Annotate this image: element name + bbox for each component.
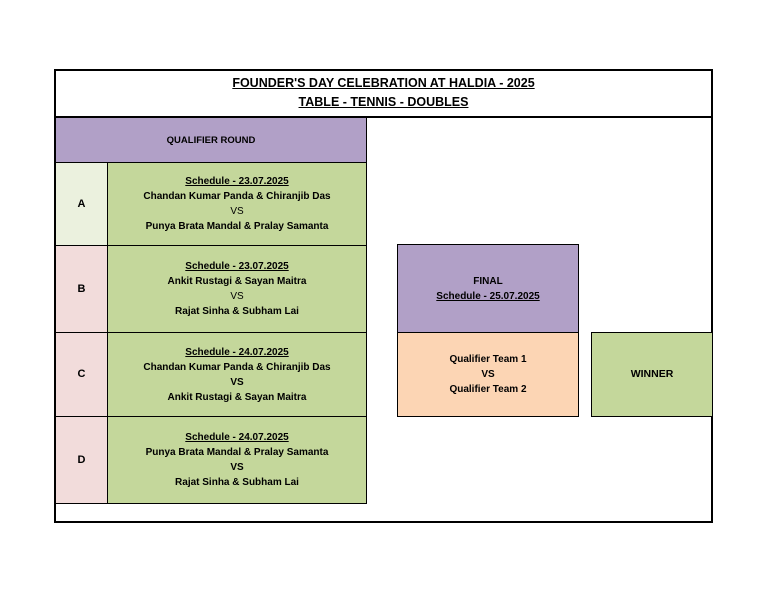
final-match-card: Qualifier Team 1 VS Qualifier Team 2 xyxy=(397,332,579,417)
match-team-1: Punya Brata Mandal & Pralay Samanta xyxy=(145,447,329,458)
match-label-text: B xyxy=(77,282,86,295)
match-a-card: Schedule - 23.07.2025 Chandan Kumar Pand… xyxy=(107,162,367,246)
final-schedule: Schedule - 25.07.2025 xyxy=(436,290,540,302)
match-team-2: Rajat Sinha & Subham Lai xyxy=(175,477,299,488)
match-label-b: B xyxy=(55,245,108,333)
final-team-2: Qualifier Team 2 xyxy=(449,384,527,395)
match-label-text: C xyxy=(77,368,86,380)
match-c-card: Schedule - 24.07.2025 Chandan Kumar Pand… xyxy=(107,332,367,417)
final-vs: VS xyxy=(481,369,495,380)
match-vs: VS xyxy=(230,206,244,217)
match-vs: VS xyxy=(230,376,244,388)
page-subtitle: TABLE - TENNIS - DOUBLES xyxy=(298,95,469,109)
qualifier-round-heading: QUALIFIER ROUND xyxy=(55,117,367,163)
match-b-card: Schedule - 23.07.2025 Ankit Rustagi & Sa… xyxy=(107,245,367,333)
match-team-1: Ankit Rustagi & Sayan Maitra xyxy=(167,276,307,287)
qualifier-heading-label: QUALIFIER ROUND xyxy=(166,134,256,146)
final-heading: FINAL Schedule - 25.07.2025 xyxy=(397,244,579,333)
match-team-2: Punya Brata Mandal & Pralay Samanta xyxy=(145,221,329,232)
match-d-card: Schedule - 24.07.2025 Punya Brata Mandal… xyxy=(107,416,367,504)
match-vs: VS xyxy=(230,291,244,302)
match-schedule: Schedule - 24.07.2025 xyxy=(185,346,289,358)
final-title: FINAL xyxy=(473,275,503,287)
match-schedule: Schedule - 23.07.2025 xyxy=(185,261,289,272)
sheet-header: FOUNDER'S DAY CELEBRATION AT HALDIA - 20… xyxy=(54,69,713,118)
match-team-2: Rajat Sinha & Subham Lai xyxy=(175,306,299,317)
match-label-d: D xyxy=(55,416,108,504)
match-schedule: Schedule - 24.07.2025 xyxy=(185,432,289,443)
match-team-2: Ankit Rustagi & Sayan Maitra xyxy=(167,391,307,403)
winner-box: WINNER xyxy=(591,332,713,417)
match-team-1: Chandan Kumar Panda & Chiranjib Das xyxy=(143,191,331,202)
match-label-text: A xyxy=(77,197,86,210)
winner-label: WINNER xyxy=(630,368,674,380)
final-team-1: Qualifier Team 1 xyxy=(449,354,527,365)
match-label-a: A xyxy=(55,162,108,246)
match-team-1: Chandan Kumar Panda & Chiranjib Das xyxy=(143,361,331,373)
match-vs: VS xyxy=(230,462,244,473)
match-label-text: D xyxy=(77,453,86,466)
page-title: FOUNDER'S DAY CELEBRATION AT HALDIA - 20… xyxy=(232,76,535,90)
match-label-c: C xyxy=(55,332,108,417)
match-schedule: Schedule - 23.07.2025 xyxy=(185,176,289,187)
